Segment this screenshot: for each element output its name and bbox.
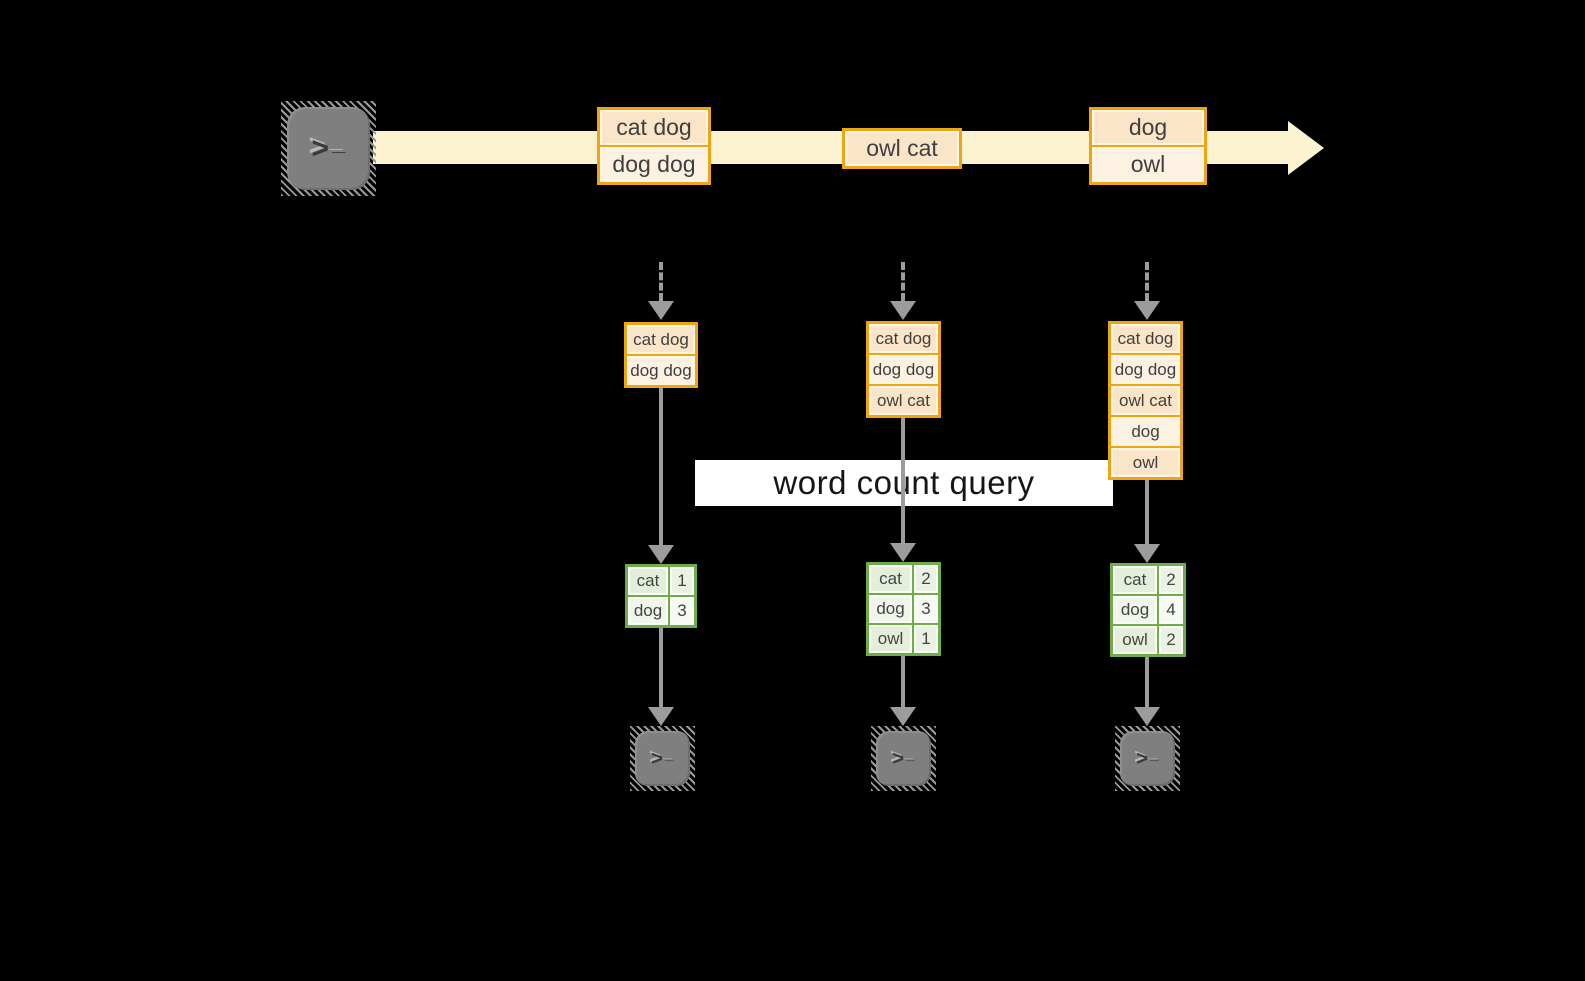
count-cell: 3 <box>670 597 694 625</box>
count-cell: 4 <box>1159 596 1183 624</box>
word-cell: owl <box>869 625 912 653</box>
terminal-screen: > _ <box>287 107 370 190</box>
arrow-head-icon <box>1134 707 1160 726</box>
word-count-table-1: cat 1 dog 3 <box>625 564 697 628</box>
buffer-box-2: cat dog dog dog owl cat <box>866 321 941 418</box>
word-cell: cat <box>1113 566 1157 594</box>
buffer-to-counts-arrow <box>890 418 916 562</box>
stream-batch-2: owl cat <box>842 128 962 169</box>
sink-terminal-icon: > _ <box>630 726 695 791</box>
batch-item: dog dog <box>600 147 708 182</box>
word-cell: dog <box>869 595 912 623</box>
terminal-screen: > _ <box>1120 731 1175 786</box>
arrow-head-icon <box>648 545 674 564</box>
arrow-shaft <box>901 262 905 301</box>
arrow-shaft <box>1145 480 1149 544</box>
stream-batch-1: cat dog dog dog <box>597 107 711 185</box>
word-cell: dog <box>1113 596 1157 624</box>
arrow-head-icon <box>648 707 674 726</box>
sink-terminal-icon: > _ <box>871 726 936 791</box>
buffer-item: cat dog <box>627 325 695 354</box>
buffer-to-counts-arrow <box>1134 480 1160 563</box>
word-cell: cat <box>869 565 912 593</box>
stream-source-terminal-icon: > _ <box>281 101 376 196</box>
stream-to-buffer-arrow <box>648 262 674 320</box>
counts-to-sink-arrow <box>1134 657 1160 726</box>
arrow-head-icon <box>890 301 916 320</box>
sink-terminal-icon: > _ <box>1115 726 1180 791</box>
buffer-item: cat dog <box>1111 324 1180 353</box>
batch-item: dog <box>1092 110 1204 145</box>
terminal-prompt-glyph: > <box>311 131 330 165</box>
buffer-box-3: cat dog dog dog owl cat dog owl <box>1108 321 1183 480</box>
terminal-cursor-glyph: _ <box>905 745 915 763</box>
word-count-table-3: cat 2 dog 4 owl 2 <box>1110 563 1186 657</box>
count-cell: 1 <box>914 625 938 653</box>
arrow-shaft <box>901 656 905 707</box>
batch-item: cat dog <box>600 110 708 145</box>
word-count-table-2: cat 2 dog 3 owl 1 <box>866 562 941 656</box>
count-cell: 2 <box>1159 566 1183 594</box>
terminal-cursor-glyph: _ <box>332 128 346 156</box>
count-cell: 2 <box>1159 626 1183 654</box>
terminal-prompt-glyph: > <box>651 747 663 770</box>
stream-arrowhead-icon <box>1288 121 1324 175</box>
batch-item: owl cat <box>845 131 959 166</box>
terminal-cursor-glyph: _ <box>1149 745 1159 763</box>
buffer-item: cat dog <box>869 324 938 353</box>
arrow-shaft <box>659 388 663 545</box>
arrow-shaft <box>1145 262 1149 301</box>
count-cell: 1 <box>670 567 694 595</box>
arrow-head-icon <box>1134 301 1160 320</box>
arrow-head-icon <box>890 543 916 562</box>
word-cell: owl <box>1113 626 1157 654</box>
arrow-shaft <box>901 418 905 543</box>
buffer-item: dog dog <box>1111 355 1180 384</box>
arrow-head-icon <box>1134 544 1160 563</box>
buffer-item: dog <box>1111 417 1180 446</box>
buffer-to-counts-arrow <box>648 388 674 564</box>
stream-to-buffer-arrow <box>890 262 916 320</box>
terminal-prompt-glyph: > <box>1136 747 1148 770</box>
buffer-item: owl cat <box>1111 386 1180 415</box>
word-cell: cat <box>628 567 668 595</box>
stream-to-buffer-arrow <box>1134 262 1160 320</box>
counts-to-sink-arrow <box>890 656 916 726</box>
terminal-screen: > _ <box>876 731 931 786</box>
terminal-prompt-glyph: > <box>892 747 904 770</box>
buffer-item: owl <box>1111 448 1180 477</box>
count-cell: 3 <box>914 595 938 623</box>
batch-item: owl <box>1092 147 1204 182</box>
count-cell: 2 <box>914 565 938 593</box>
buffer-item: dog dog <box>869 355 938 384</box>
buffer-box-1: cat dog dog dog <box>624 322 698 388</box>
arrow-shaft <box>659 628 663 707</box>
terminal-screen: > _ <box>635 731 690 786</box>
counts-to-sink-arrow <box>648 628 674 726</box>
word-cell: dog <box>628 597 668 625</box>
arrow-head-icon <box>648 301 674 320</box>
terminal-cursor-glyph: _ <box>664 745 674 763</box>
buffer-item: owl cat <box>869 386 938 415</box>
stream-batch-3: dog owl <box>1089 107 1207 185</box>
arrow-shaft <box>1145 657 1149 707</box>
arrow-shaft <box>659 262 663 301</box>
arrow-head-icon <box>890 707 916 726</box>
buffer-item: dog dog <box>627 356 695 385</box>
